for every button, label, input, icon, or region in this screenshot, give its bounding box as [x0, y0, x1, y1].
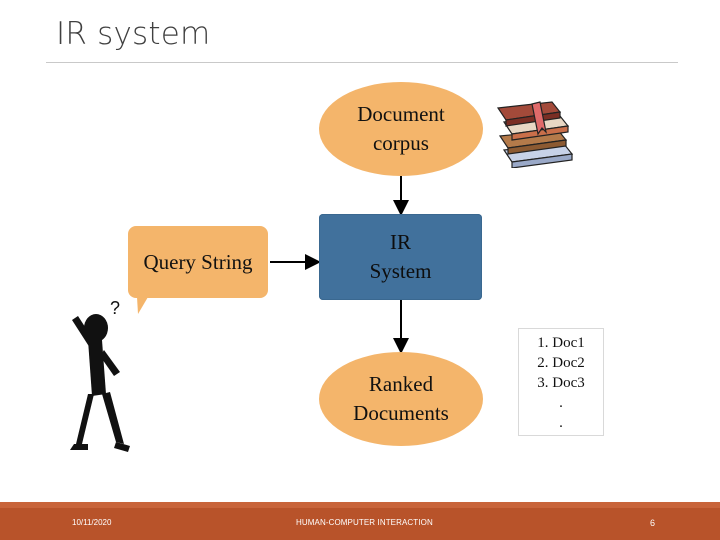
ir-system-label: IR System	[369, 230, 432, 283]
result-item: 2. Doc2	[537, 355, 585, 371]
ir-system-node: IR System	[319, 214, 482, 300]
ranked-documents-label: Ranked Documents	[353, 372, 449, 425]
book-stack-icon	[496, 101, 574, 168]
footer-bar	[0, 502, 720, 540]
thinking-person-icon: ?	[70, 298, 130, 452]
title-divider	[46, 62, 678, 63]
document-corpus-label: Document corpus	[357, 102, 445, 155]
result-item: 1. Doc1	[537, 335, 585, 351]
document-corpus-node: Document corpus	[319, 82, 483, 176]
ranked-results-list: 1. Doc1 2. Doc2 3. Doc3 . .	[518, 328, 604, 436]
query-string-label: Query String	[143, 249, 253, 274]
slide-title: IR system	[56, 16, 211, 52]
footer-page-number: 6	[650, 518, 656, 528]
result-item: .	[559, 415, 563, 431]
svg-text:?: ?	[110, 298, 120, 318]
result-item: 3. Doc3	[537, 375, 585, 391]
query-string-bubble: Query String	[128, 226, 268, 298]
ranked-documents-node: Ranked Documents	[319, 352, 483, 446]
footer-date: 10/11/2020	[72, 518, 112, 527]
result-item: .	[559, 395, 563, 411]
footer-course-title: HUMAN-COMPUTER INTERACTION	[296, 518, 433, 527]
